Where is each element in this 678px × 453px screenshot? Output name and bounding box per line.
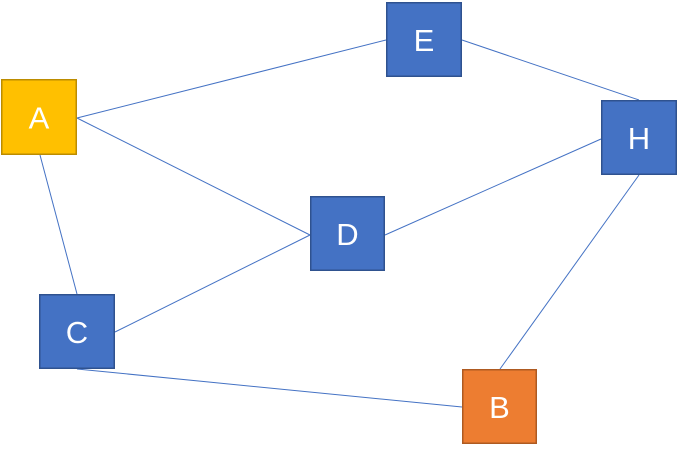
edge-a-e bbox=[76, 39, 387, 119]
node-b-box bbox=[462, 369, 537, 444]
edges-layer bbox=[39, 39, 640, 408]
node-e-box bbox=[386, 2, 462, 77]
node-a: A bbox=[1, 79, 77, 155]
node-a-box bbox=[1, 79, 77, 155]
node-h: H bbox=[601, 100, 677, 175]
node-d-box bbox=[310, 196, 385, 271]
node-b: B bbox=[462, 369, 537, 444]
node-a-label: A bbox=[29, 101, 50, 136]
edge-a-d bbox=[76, 117, 311, 236]
edge-a-c bbox=[39, 154, 78, 295]
edge-d-h bbox=[384, 138, 602, 236]
nodes-layer: A E H D C B bbox=[1, 2, 677, 444]
node-b-label: B bbox=[489, 390, 510, 425]
node-h-label: H bbox=[628, 121, 650, 156]
node-h-box bbox=[601, 100, 677, 175]
node-c-label: C bbox=[66, 315, 88, 350]
edge-h-b bbox=[499, 174, 640, 370]
node-d: D bbox=[310, 196, 385, 271]
edge-c-d bbox=[114, 234, 311, 333]
node-e-label: E bbox=[414, 23, 435, 58]
node-d-label: D bbox=[336, 217, 358, 252]
node-e: E bbox=[386, 2, 462, 77]
node-c-box bbox=[39, 294, 115, 369]
edge-c-b bbox=[76, 368, 463, 408]
node-c: C bbox=[39, 294, 115, 369]
edge-e-h bbox=[461, 39, 640, 101]
